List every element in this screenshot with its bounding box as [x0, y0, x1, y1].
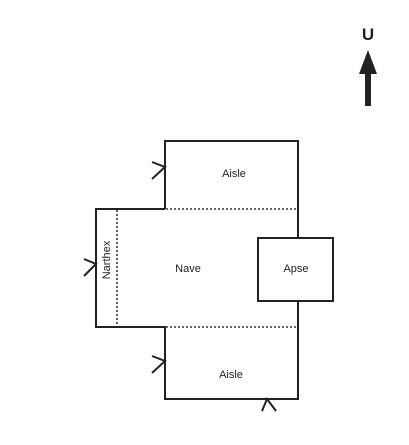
north-indicator-letter: U	[362, 25, 374, 44]
door-icon-aisle-bottom	[151, 355, 167, 374]
outer-wall-left	[95, 208, 299, 400]
outer-wall	[164, 140, 299, 238]
room-label-nave: Nave	[175, 263, 201, 275]
entrances	[83, 161, 277, 412]
room-label-aisle-top: Aisle	[222, 168, 246, 180]
interior-dividers	[116, 208, 297, 328]
room-labels: Aisle Nave Narthex Apse Aisle	[101, 168, 309, 381]
door-icon-aisle-bottom-south	[261, 397, 277, 412]
room-label-apse: Apse	[283, 263, 308, 275]
room-label-narthex: Narthex	[101, 240, 113, 279]
building-outline	[95, 140, 334, 400]
north-indicator: U	[359, 25, 377, 106]
north-arrow-icon	[359, 50, 377, 106]
apse-wall	[257, 237, 334, 302]
door-icon-aisle-top	[151, 161, 167, 180]
door-icon-narthex	[83, 258, 98, 277]
room-label-aisle-bottom: Aisle	[219, 369, 243, 381]
